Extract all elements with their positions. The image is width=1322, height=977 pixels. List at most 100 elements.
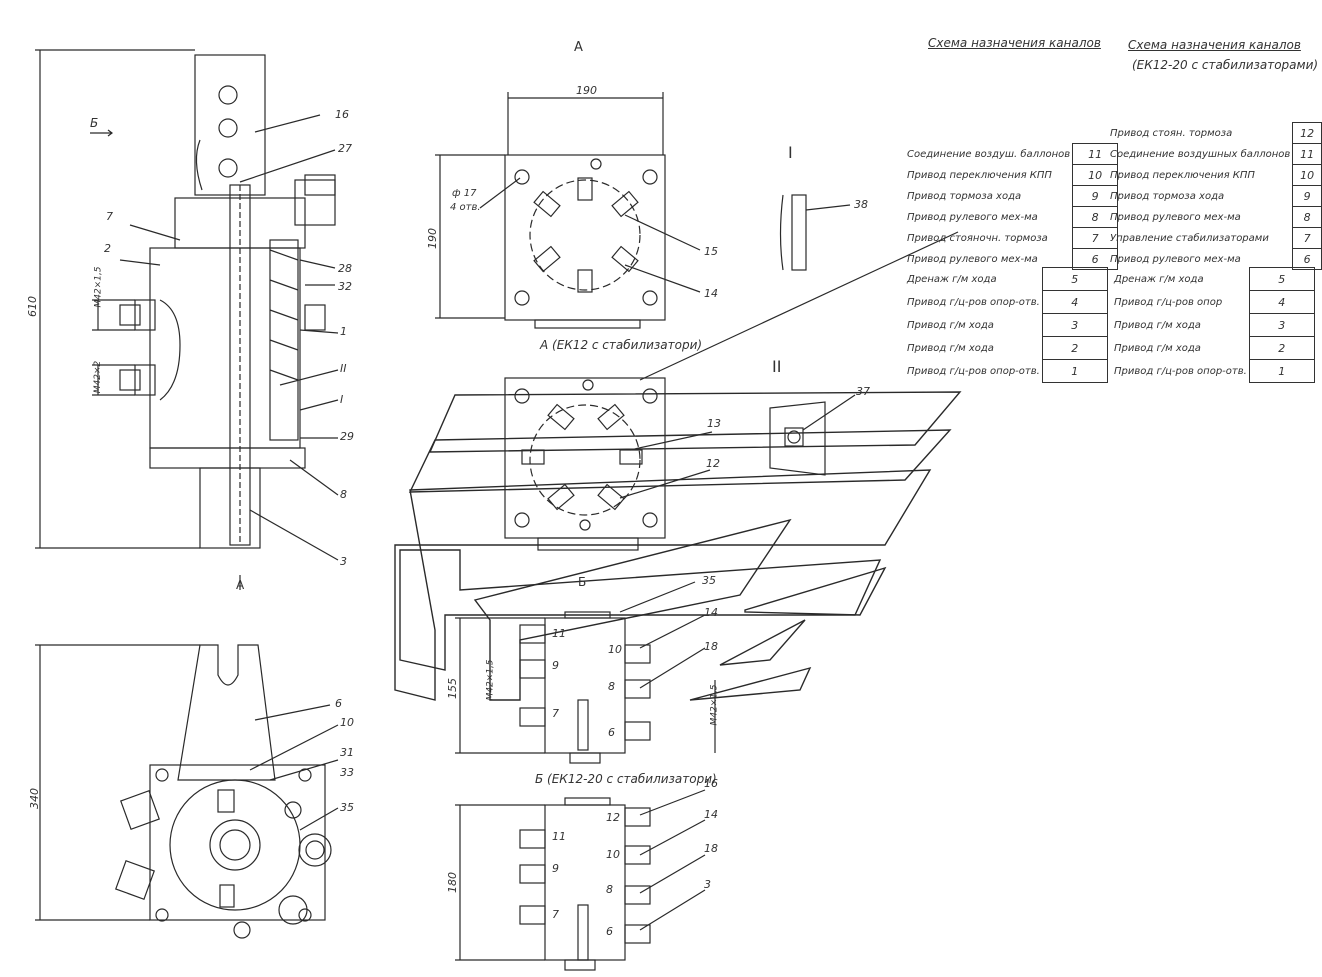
port-lower-8: 8 [606,883,613,896]
channel-label: Привод г/м хода [1114,319,1201,331]
channel-row: Привод г/ц-ров опор 4 [1112,290,1315,314]
dim-thread-b: М42×2 [93,360,104,394]
channel-number: 1 [1248,359,1315,383]
callout-15: 15 [704,245,718,258]
dim-thread-c: М42×1,5 [485,659,496,701]
dim-holes-count: 4 отв. [450,202,481,213]
channel-label: Привод переключения КПП [907,169,1052,181]
view-label-a-ek12: А (ЕК12 с стабилизатори) [540,338,703,352]
dim-block-180: 180 [446,872,459,893]
channel-label: Привод г/ц-ров опор [1114,296,1223,308]
port-upper-7: 7 [552,707,559,720]
detail-label-1: I [788,143,793,162]
callout-7: 7 [106,210,113,223]
channel-label: Управление стабилизаторами [1110,232,1269,244]
port-upper-10: 10 [608,643,622,656]
channel-row: Дренаж г/м хода 5 [905,267,1108,291]
channel-number: 11 [1292,143,1322,165]
callout-2: 2 [104,242,111,255]
channel-label: Привод тормоза хода [1110,190,1225,202]
channel-label: Привод г/ц-ров опор-отв. [907,365,1040,377]
view-a-block [435,92,701,329]
channel-row: Управление стабилизаторами 7 [1108,227,1322,249]
channel-number: 2 [1041,336,1108,360]
callout-27: 27 [338,142,352,155]
channel-label: Привод г/м хода [907,319,994,331]
callout-18b: 18 [704,842,718,855]
channel-label: Привод стояночн. тормоза [907,232,1048,244]
callout-29: 29 [340,430,354,443]
port-upper-8: 8 [608,680,615,693]
channel-number: 5 [1041,267,1108,291]
channel-label: Соединение воздушных баллонов [1110,148,1291,160]
dim-thread-d: М42×1,5 [709,684,720,726]
channel-number: 7 [1072,227,1119,249]
channel-row: Привод г/м хода 2 [905,336,1108,360]
port-lower-10: 10 [606,848,620,861]
channel-number: 2 [1248,336,1315,360]
channel-label: Привод переключения КПП [1110,169,1255,181]
channels-heading-left: Схема назначения каналов [928,36,1101,50]
callout-33: 33 [340,766,354,779]
channel-label: Привод тормоза хода [907,190,1022,202]
channel-label: Привод рулевого мех-ма [907,211,1038,223]
channel-row: Привод г/ц-ров опор-отв.4 [905,290,1108,314]
callout-6: 6 [335,697,342,710]
channel-number: 4 [1041,290,1108,314]
channel-number: 12 [1292,122,1322,144]
channel-label: Соединение воздуш. баллонов [907,148,1071,160]
channel-number: 7 [1292,227,1322,249]
dim-width-190: 190 [576,84,597,97]
callout-8: 8 [340,488,347,501]
callout-14b: 14 [704,606,718,619]
detail-views [769,194,856,476]
table-borders [639,231,959,381]
callout-14: 14 [704,287,718,300]
view-a-ek12-block [504,377,713,551]
dim-block-155: 155 [446,678,459,699]
callout-38: 38 [854,198,868,211]
channel-label: Привод стоян. тормоза [1110,127,1233,139]
channel-label: Привод рулевого мех-ма [1110,211,1241,223]
callout-14c: 14 [704,808,718,821]
view-label-b-ek12: Б (ЕК12-20 с стабилизатори) [535,772,717,786]
channel-number: 3 [1041,313,1108,337]
callout-13: 13 [707,417,721,430]
channel-label: Привод г/м хода [1114,342,1201,354]
callout-35: 35 [702,574,716,587]
callout-II: II [340,362,347,375]
channels-heading-right: Схема назначения каналов [1128,38,1301,52]
callout-3b: 3 [704,878,711,891]
channel-row: Привод г/ц-ров опор-отв.1 [1112,359,1315,383]
port-lower-9: 9 [552,862,559,875]
callout-31: 31 [340,746,354,759]
channel-number: 5 [1248,267,1315,291]
detail-label-2: II [772,357,782,376]
channel-label: Привод рулевого мех-ма [907,253,1038,265]
channel-row: Привод стоян. тормоза 12 [1108,122,1322,144]
channel-number: 1 [1041,359,1108,383]
callout-28: 28 [338,262,352,275]
channel-row: Привод стояночн. тормоза 7 [905,227,1119,249]
port-upper-6: 6 [608,726,615,739]
port-upper-11: 11 [552,627,566,640]
callout-16: 16 [335,108,349,121]
port-lower-6: 6 [606,925,613,938]
channel-number: 4 [1248,290,1315,314]
channel-row: Привод г/ц-ров опор-отв.1 [905,359,1108,383]
callout-37: 37 [856,385,870,398]
callout-1: 1 [340,325,347,338]
channel-label: Дренаж г/м хода [1114,273,1204,285]
callout-35b: 35 [340,801,354,814]
channel-label: Привод рулевого мех-ма [1110,253,1241,265]
dim-bottom-340: 340 [28,788,41,809]
channel-label: Дренаж г/м хода [907,273,997,285]
channel-label: Привод г/м хода [907,342,994,354]
